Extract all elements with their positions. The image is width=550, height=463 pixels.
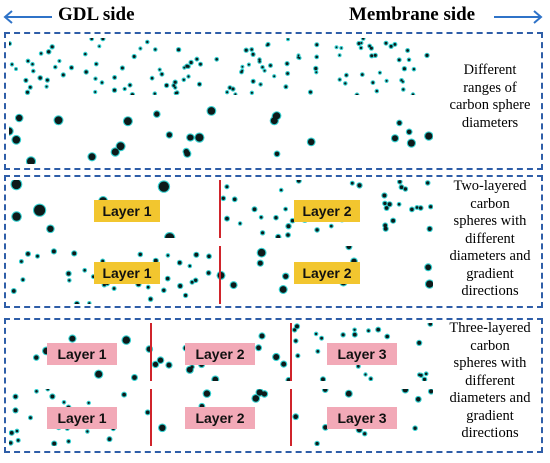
panel-diameter-ranges: [4, 32, 543, 170]
layer-divider: [150, 323, 152, 381]
gdl-side-label: GDL side: [58, 4, 135, 25]
structure-row-fine: [9, 38, 433, 95]
layer-badge: Layer 2: [185, 407, 255, 429]
structure-row-coarse: [9, 104, 433, 164]
carbon-spheres: [10, 248, 212, 304]
panel-description: Different ranges of carbon sphere diamet…: [449, 62, 531, 131]
panel-description: Two-layered carbon spheres with differen…: [449, 178, 531, 299]
layer-badge: Layer 1: [94, 200, 160, 222]
carbon-spheres: [9, 106, 433, 164]
layer-divider: [219, 246, 221, 304]
layer-badge: Layer 2: [185, 343, 255, 365]
layer-divider: [219, 180, 221, 238]
layer-divider: [290, 389, 292, 446]
structure-row: Layer 1 Layer 2 Layer 3: [9, 323, 433, 381]
membrane-side-label: Membrane side: [349, 4, 476, 25]
panel-three-layered: [4, 318, 543, 453]
panel-description: Three-layered carbon spheres with differ…: [449, 320, 531, 441]
layer-badge: Layer 3: [327, 407, 397, 429]
carbon-spheres: [220, 180, 433, 238]
structure-row: Layer 1 Layer 2: [9, 246, 433, 304]
carbon-spheres: [216, 246, 433, 294]
carbon-spheres: [9, 38, 430, 95]
right-arrow-icon: [494, 10, 543, 24]
layer-badge: Layer 2: [294, 200, 360, 222]
layer-divider: [290, 323, 292, 381]
layer-badge: Layer 1: [94, 262, 160, 284]
panel-two-layered: [4, 175, 543, 308]
layer-badge: Layer 1: [47, 407, 117, 429]
layer-badge: Layer 2: [294, 262, 360, 284]
layer-badge: Layer 3: [327, 343, 397, 365]
structure-row: Layer 1 Layer 2 Layer 3: [9, 389, 433, 446]
layer-divider: [150, 389, 152, 446]
layer-badge: Layer 1: [47, 343, 117, 365]
structure-row: Layer 1 Layer 2: [9, 180, 433, 238]
left-arrow-icon: [3, 10, 52, 24]
